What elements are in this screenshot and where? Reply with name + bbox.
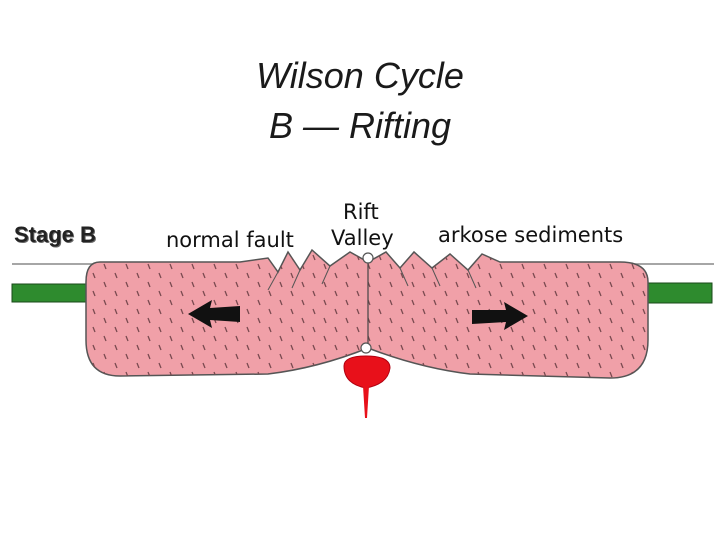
fault-line-5 [431, 267, 441, 287]
fault-line-4 [399, 267, 409, 287]
title-line-1: Wilson Cycle [256, 55, 464, 96]
fault-line-3 [321, 265, 331, 285]
fault-line-6 [467, 269, 477, 289]
magma-chamber [343, 355, 391, 389]
title-line-2: B — Rifting [268, 105, 452, 146]
arrow-left-icon [188, 300, 240, 328]
fault-line-2 [291, 269, 301, 289]
magma-feeder [362, 385, 370, 419]
fault-line-1 [267, 271, 279, 291]
rift-bottom-marker [360, 342, 372, 354]
rift-top-marker [362, 252, 374, 264]
valley-label: Valley [331, 226, 394, 250]
oceanic-crust-right [641, 282, 713, 304]
stage-label: Stage B [14, 222, 96, 247]
arrow-right-icon [472, 302, 528, 330]
arkose-sediments-label: arkose sediments [438, 223, 624, 247]
normal-fault-label: normal fault [166, 228, 294, 252]
rift-label: Rift [343, 200, 379, 224]
crust-texture [86, 250, 648, 378]
oceanic-crust-left [11, 283, 87, 303]
